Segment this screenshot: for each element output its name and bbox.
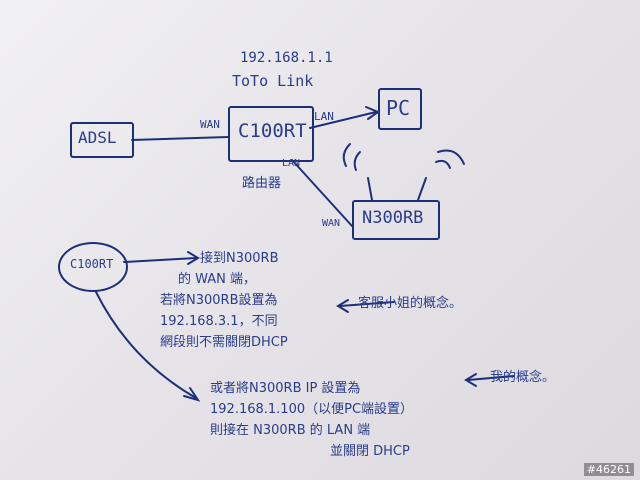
arrow-bubble-note2 [95,291,197,399]
wifi-wave-right-2 [437,149,465,165]
adsl-node: ADSL [70,122,134,158]
link-c100rt-n300rb [291,159,353,227]
bubble-label: C100RT [70,257,114,271]
note1-block: 接到N300RB 的 WAN 端， 若將N300RB設置為 192.168.3.… [150,248,288,353]
note1-line: 接到N300RB [200,251,279,266]
port-label-lan-pc: LAN [314,110,334,123]
router-ip-label: 192.168.1.1 [240,50,333,66]
link-c100rt-pc [309,111,377,129]
note2-label: 我的概念。 [490,370,556,385]
arrow-label-note1 [339,301,395,307]
c100rt-label: C100RT [238,120,307,142]
c100rt-bubble: C100RT [58,242,128,292]
n300rb-node: N300RB [352,200,440,240]
arrow-head-label1 [336,299,349,313]
note1-label: 客服小姐的概念。 [358,296,463,311]
n300rb-label: N300RB [362,208,424,228]
link-adsl-c100rt [131,136,229,141]
note2-line: 則接在 N300RB 的 LAN 端 [210,423,371,438]
arrow-head-note2 [183,387,201,402]
arrow-head-note1 [187,251,200,265]
router-brand-label: ToTo Link [232,72,314,90]
note2-line: 並關閉 DHCP [330,444,410,459]
wifi-wave-right-1 [435,159,451,169]
port-label-wan-n300: WAN [322,218,341,229]
wifi-wave-left-1 [353,151,361,171]
arrow-bubble-note1 [123,257,197,263]
router-caption: 路由器 [242,176,282,191]
note2-line: 192.168.1.100（以便PC端設置） [210,402,414,417]
antenna-right [417,177,427,201]
note1-line: 192.168.3.1，不同 [160,314,278,329]
port-label-lan-n300: LAN [282,158,301,169]
note1-line: 網段則不需關閉DHCP [160,335,288,350]
pc-node: PC [378,88,422,130]
arrow-head-label2 [464,373,477,387]
port-label-wan-c100: WAN [200,118,220,131]
c100rt-node: C100RT [228,106,314,162]
note2-line: 或者將N300RB IP 設置為 [210,381,361,396]
pc-label: PC [386,96,411,120]
wifi-wave-left-2 [342,143,351,167]
antenna-left [367,177,373,201]
note1-line: 的 WAN 端， [178,272,257,287]
adsl-label: ADSL [78,128,117,147]
arrow-label-note2 [467,375,515,381]
note2-block: 或者將N300RB IP 設置為 192.168.1.100（以便PC端設置） … [210,378,413,462]
watermark: #46261 [583,463,634,476]
note1-line: 若將N300RB設置為 [160,293,278,308]
